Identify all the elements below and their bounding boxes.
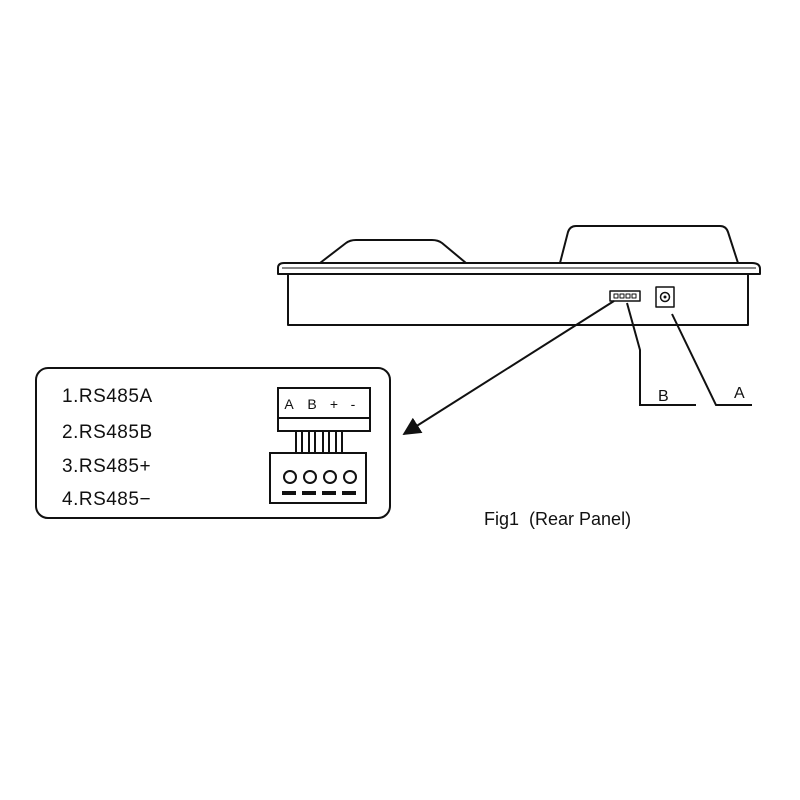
right-knob (559, 225, 739, 264)
device-body (287, 274, 749, 326)
rs485-header (609, 290, 641, 302)
callout-a-label: A (734, 385, 745, 402)
terminal-slots (282, 491, 356, 495)
pin-list: 1.RS485A 2.RS485B 3.RS485+ 4.RS485− (62, 386, 153, 510)
top-rim (277, 262, 761, 275)
terminal-letter-plus: + (330, 396, 338, 412)
pinout-frame (35, 367, 391, 519)
rs485-header-pins (613, 293, 637, 299)
callout-b-label: B (658, 388, 669, 405)
leader-b (626, 302, 696, 406)
leader-lines (402, 300, 752, 435)
pointer-arrow (402, 300, 615, 435)
terminal-block (269, 387, 371, 504)
pin-label-2: 2.RS485B (62, 422, 153, 443)
figure-caption: Fig1 (Rear Panel) (484, 509, 631, 529)
pin-label-1: 1.RS485A (62, 386, 153, 407)
pin-label-4: 4.RS485− (62, 489, 151, 510)
pin-label-3: 3.RS485+ (62, 456, 151, 477)
device-rear-view (277, 225, 761, 326)
terminal-pins (295, 430, 343, 454)
terminal-letter-minus: - (351, 396, 356, 412)
terminal-letter-b: B (307, 396, 316, 412)
terminal-plug-lip (277, 417, 371, 432)
terminal-socket (269, 452, 367, 504)
power-jack (655, 286, 675, 308)
terminal-letters: A B + - (284, 396, 355, 412)
terminal-screws (283, 470, 357, 484)
leader-a (671, 313, 752, 406)
left-knob (319, 239, 467, 264)
terminal-letter-a: A (284, 396, 294, 412)
power-jack-pin (663, 295, 667, 299)
power-jack-ring (659, 291, 671, 303)
pinout-box: 1.RS485A 2.RS485B 3.RS485+ 4.RS485− (35, 367, 391, 519)
